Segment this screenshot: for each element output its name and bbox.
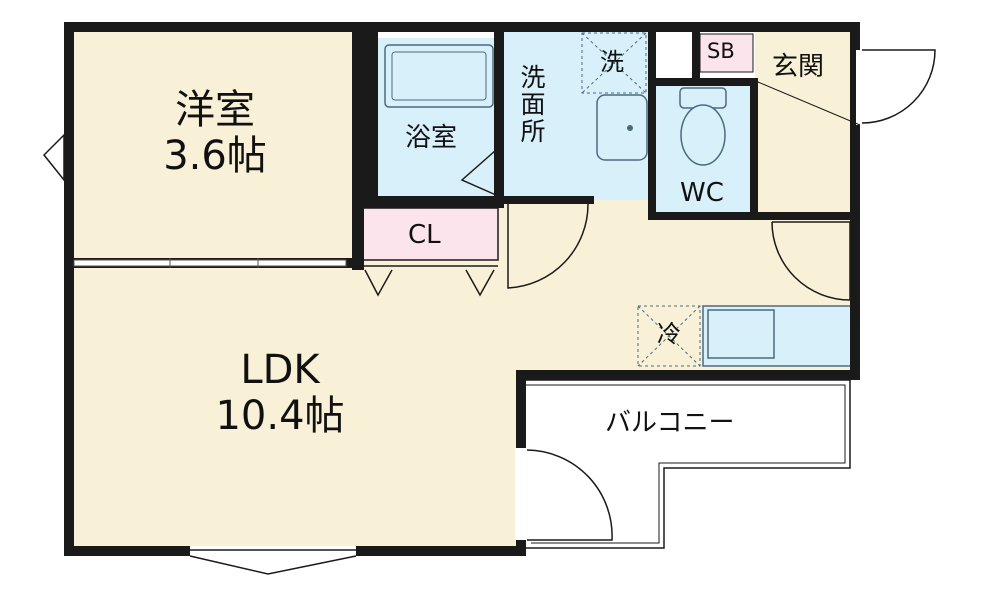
ldk-window-opening xyxy=(190,546,356,556)
entrance-label: 玄関 xyxy=(772,52,825,82)
balcony-label: バルコニー xyxy=(605,408,735,438)
fridge-label: 冷 xyxy=(657,320,681,348)
ldk-size: 10.4帖 xyxy=(215,393,345,439)
closet-label: CL xyxy=(408,220,441,250)
western-room-size: 3.6帖 xyxy=(163,133,267,179)
balcony-railing xyxy=(526,379,851,549)
bathroom-door xyxy=(460,149,497,196)
ldk-name: LDK xyxy=(240,347,320,393)
balcony-door-swing xyxy=(526,449,613,541)
washbasin xyxy=(596,94,648,161)
western-window xyxy=(42,133,65,183)
bathroom-label: 浴室 xyxy=(405,123,458,153)
closet-door-right xyxy=(465,269,495,297)
washroom-label: 洗面所 xyxy=(517,64,546,145)
entrance-floor xyxy=(755,30,855,225)
shoebox-label: SB xyxy=(707,39,735,63)
ldk-floor xyxy=(70,258,520,550)
entrance-hall-door-swing xyxy=(771,221,851,301)
fridge-space xyxy=(637,305,701,367)
western-room-name: 洋室 xyxy=(175,87,255,133)
washroom-door-swing xyxy=(507,203,589,289)
closet-floor xyxy=(363,208,498,260)
washer-space xyxy=(581,32,647,94)
western-room-floor xyxy=(70,30,354,260)
western-room-label: 洋室 3.6帖 xyxy=(140,90,290,176)
ldk-label: LDK 10.4帖 xyxy=(185,350,375,436)
bathtub xyxy=(384,44,494,108)
toilet-bowl xyxy=(680,104,726,166)
closet-door-left xyxy=(364,269,393,297)
balcony-door-gap xyxy=(515,448,527,540)
washer-label: 洗 xyxy=(600,48,624,76)
entrance-door-gap xyxy=(856,50,862,125)
kitchen-sink xyxy=(707,309,775,359)
entrance-door-swing xyxy=(861,49,936,124)
ldk-bay-window xyxy=(189,555,357,575)
sliding-door-track xyxy=(73,259,347,267)
shoebox-floor xyxy=(700,34,753,72)
toilet-label: WC xyxy=(680,178,724,208)
